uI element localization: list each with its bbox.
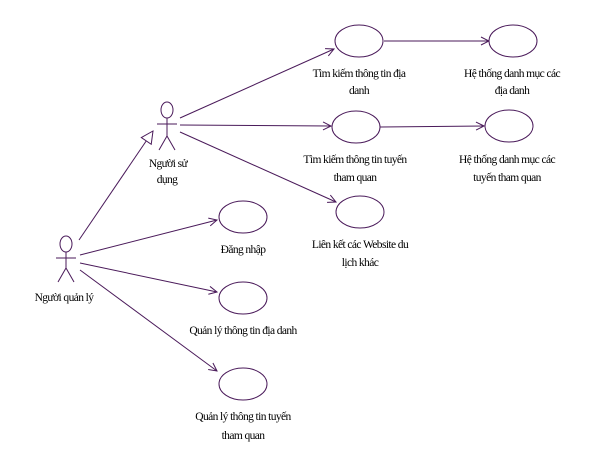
usecase-place-catalog-line2: địa danh — [495, 85, 530, 97]
usecase-manage-routes-line2: tham quan — [222, 430, 266, 442]
usecase-search-routes-line2: tham quan — [334, 172, 378, 184]
usecase-other-sites: Liên kết các Website du lịch khác — [312, 195, 410, 269]
assoc-manager-manage-routes — [79, 269, 217, 371]
usecase-search-places-line2: danh — [349, 85, 370, 97]
usecase-search-routes-line1: Tìm kiếm thông tin tuyến — [303, 153, 407, 166]
usecase-route-catalog-line2: tuyến tham quan — [473, 171, 541, 184]
usecase-search-places-line1: Tìm kiếm thông tin địa — [313, 67, 406, 80]
usecase-login: Đăng nhập — [218, 200, 268, 256]
usecase-login-line1: Đăng nhập — [221, 244, 267, 256]
usecase-route-catalog-line1: Hệ thống danh mục các — [459, 153, 555, 166]
usecase-manage-places: Quản lý thông tin địa danh — [189, 281, 298, 337]
actor-user: Người sử dụng — [149, 101, 189, 186]
usecase-search-routes: Tìm kiếm thông tin tuyến tham quan — [303, 110, 408, 184]
usecase-other-sites-line1: Liên kết các Website du — [312, 238, 409, 251]
usecase-route-catalog: Hệ thống danh mục các tuyến tham quan — [459, 109, 556, 184]
assoc-user-search-routes — [179, 125, 331, 126]
usecase-manage-routes: Quản lý thông tin tuyến tham quan — [195, 367, 292, 442]
assoc-user-other-sites — [179, 131, 336, 202]
assoc-search-routes-catalog — [379, 126, 484, 127]
actor-user-label-line2: dụng — [157, 174, 178, 186]
stick-figure-icon — [56, 235, 76, 283]
usecase-other-sites-line2: lịch khác — [342, 257, 379, 269]
assoc-manager-manage-places — [79, 262, 217, 292]
relations — [78, 41, 489, 371]
gen-manager-user — [78, 131, 153, 241]
stick-figure-icon — [157, 101, 177, 151]
assoc-manager-login — [79, 220, 217, 256]
assoc-user-search-places — [179, 49, 334, 119]
usecase-search-places: Tìm kiếm thông tin địa danh — [313, 24, 407, 97]
usecase-manage-routes-line1: Quản lý thông tin tuyến — [195, 410, 291, 423]
usecase-place-catalog-line1: Hệ thống danh mục các — [464, 67, 560, 80]
actor-user-label-line1: Người sử — [149, 158, 189, 170]
usecase-place-catalog: Hệ thống danh mục các địa danh — [464, 24, 561, 97]
actor-manager-label: Người quản lý — [35, 292, 95, 304]
usecase-manage-places-line1: Quản lý thông tin địa danh — [189, 325, 297, 337]
actor-manager: Người quản lý — [35, 235, 95, 304]
